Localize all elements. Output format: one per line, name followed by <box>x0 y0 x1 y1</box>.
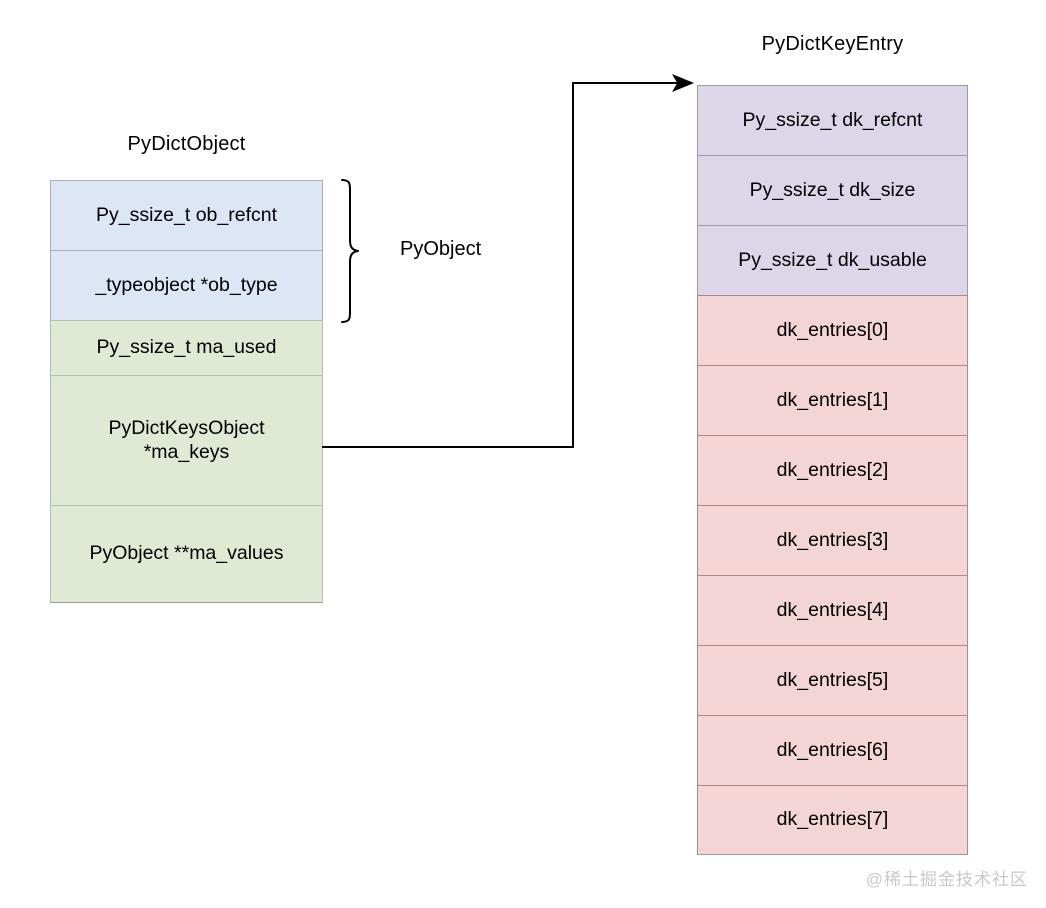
pydictobject-struct: Py_ssize_t ob_refcnt _typeobject *ob_typ… <box>50 180 323 603</box>
field-dk-entries-5: dk_entries[5] <box>697 645 968 715</box>
field-ma-keys: PyDictKeysObject *ma_keys <box>50 375 323 505</box>
field-dk-usable: Py_ssize_t dk_usable <box>697 225 968 295</box>
watermark: @稀土掘金技术社区 <box>865 870 1028 889</box>
field-dk-size: Py_ssize_t dk_size <box>697 155 968 225</box>
field-dk-entries-6: dk_entries[6] <box>697 715 968 785</box>
left-struct-title: PyDictObject <box>127 133 246 155</box>
field-dk-entries-0: dk_entries[0] <box>697 295 968 365</box>
field-dk-entries-2: dk_entries[2] <box>697 435 968 505</box>
field-ma-used: Py_ssize_t ma_used <box>50 320 323 375</box>
field-ob-type: _typeobject *ob_type <box>50 250 323 320</box>
pydictkeyentry-struct: Py_ssize_t dk_refcnt Py_ssize_t dk_size … <box>697 85 968 855</box>
ma-keys-to-dk-refcnt-connector <box>322 74 694 448</box>
right-struct-title: PyDictKeyEntry <box>761 33 904 55</box>
field-dk-entries-4: dk_entries[4] <box>697 575 968 645</box>
connector-path <box>322 74 694 448</box>
pyobject-label: PyObject <box>400 238 482 260</box>
field-dk-entries-3: dk_entries[3] <box>697 505 968 575</box>
field-dk-entries-7: dk_entries[7] <box>697 785 968 855</box>
field-dk-refcnt: Py_ssize_t dk_refcnt <box>697 85 968 155</box>
pyobject-brace <box>336 178 376 324</box>
field-ma-values: PyObject **ma_values <box>50 505 323 603</box>
field-dk-entries-1: dk_entries[1] <box>697 365 968 435</box>
brace-icon <box>341 179 359 323</box>
field-ob-refcnt: Py_ssize_t ob_refcnt <box>50 180 323 250</box>
